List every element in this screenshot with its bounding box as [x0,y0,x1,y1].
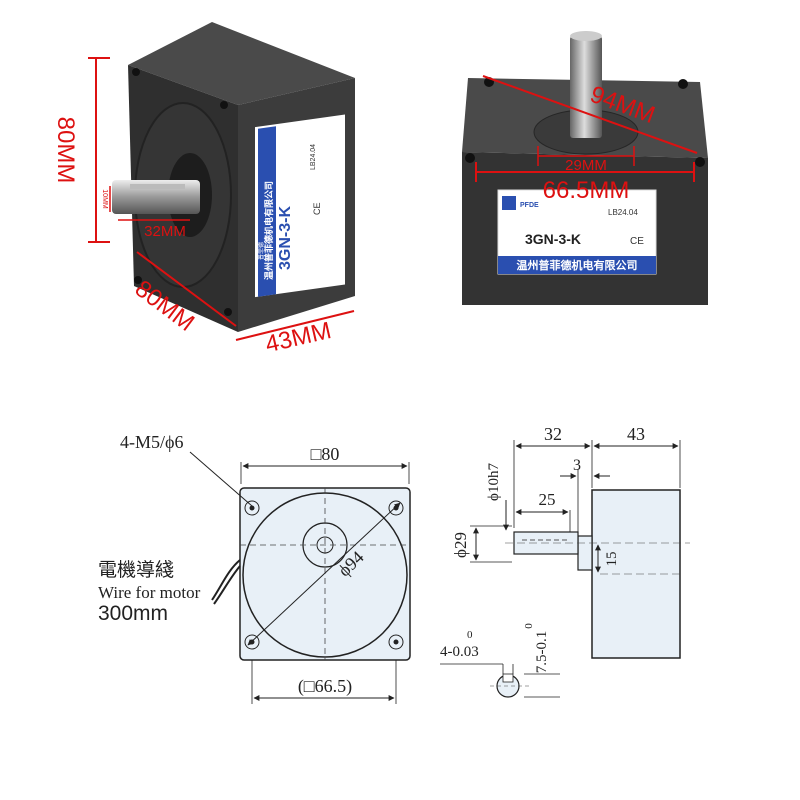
key-width-label: 4-0.03 [440,644,479,660]
pilot-dia-label: ϕ29 [451,532,470,558]
left-label-brand: 普菲德 [257,242,265,260]
right-dim-bolt: 66.5MM [543,177,630,204]
square-66-label: (□66.5) [298,676,352,697]
shaft-dia-label: ϕ10h7 [486,463,502,501]
left-label-model: 3GN-3-K [277,206,294,270]
left-dim-width: 43MM [263,317,334,358]
wire-len-label: 300mm [98,602,168,625]
left-label-date: LB24.04 [310,144,317,170]
key-depth-upper-label: 0 [523,623,535,629]
right-label-cert: CE [630,236,644,247]
front-view-drawing [189,451,411,704]
wire-cn-label: 電機導綫 [98,559,174,581]
key-len-25-label: 25 [539,490,556,509]
right-label-brand: PFDE [520,202,539,209]
left-dim-shaft-len: 32MM [144,223,186,240]
right-label-company: 温州普菲德机电有限公司 [517,258,638,272]
wire-en-label: Wire for motor [98,583,201,602]
shaft-len-32-label: 32 [544,424,562,444]
left-dim-shaft-dia: 10MM [101,189,108,209]
key-depth-label: 7.5-0.1 [534,631,550,674]
side-view-labels: 32 43 3 25 ϕ10h7 ϕ29 15 4-0.03 0 7.5-0.1… [440,424,645,673]
left-label-company: 温州普菲德机电有限公司 [263,181,274,280]
key-width-upper-label: 0 [467,629,473,641]
center-15-label: 15 [604,552,620,567]
right-dim-pilot: 29MM [565,157,607,174]
right-motor-photo [462,31,708,305]
gap-3-label: 3 [573,457,581,474]
right-label-text: PFDE LB24.04 3GN-3-K CE 温州普菲德机电有限公司 [517,202,645,272]
body-len-43-label: 43 [627,424,645,444]
left-dim-height: 80MM [52,117,79,184]
square-80-label: □80 [311,444,340,464]
side-view-drawing [440,440,690,698]
mount-holes-label: 4-M5/ϕ6 [120,432,183,452]
left-label-cert: CE [312,202,322,215]
left-motor-photo [112,22,355,332]
right-label-model: 3GN-3-K [525,231,581,247]
left-label-text: 3GN-3-K LB24.04 CE 温州普菲德机电有限公司 普菲德 [257,144,322,280]
right-label-date: LB24.04 [608,208,638,217]
